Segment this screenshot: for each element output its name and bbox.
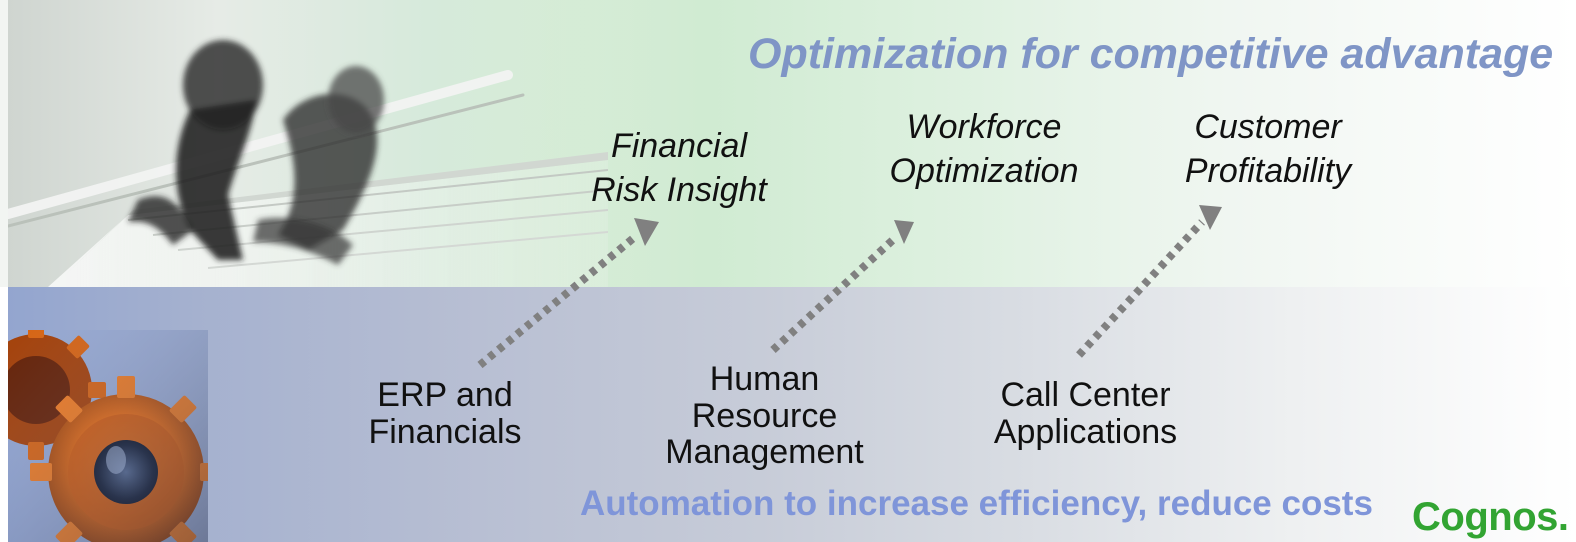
gear-image xyxy=(8,330,208,542)
top-item-customer-profitability: Customer Profitability xyxy=(1158,106,1378,193)
bottom-item-human-resource-management: Human Resource Management xyxy=(647,361,882,471)
automation-message: Automation to increase efficiency, reduc… xyxy=(580,484,1373,523)
headline: Optimization for competitive advantage xyxy=(748,30,1554,78)
bottom-item-line-2: Applications xyxy=(993,412,1178,451)
bottom-item-call-center-applications: Call Center Applications xyxy=(978,377,1193,450)
cognos-logo: Cognos. xyxy=(1412,495,1569,539)
bottom-item-line-3: Management xyxy=(665,433,864,472)
top-item-line-1: Customer xyxy=(1194,108,1342,146)
top-item-financial-risk-insight: Financial Risk Insight xyxy=(574,125,784,212)
bottom-item-line-2: Financials xyxy=(368,412,522,451)
top-item-line-2: Profitability xyxy=(1184,151,1352,190)
bottom-item-line-1: ERP and xyxy=(377,376,513,414)
bottom-item-line-1: Human xyxy=(709,360,820,398)
bottom-item-erp-and-financials: ERP and Financials xyxy=(350,377,540,450)
top-item-line-1: Financial xyxy=(610,127,748,165)
top-item-line-2: Risk Insight xyxy=(591,170,767,209)
bottom-item-line-2: Resource xyxy=(691,396,838,435)
top-item-line-2: Optimization xyxy=(889,151,1079,190)
top-item-workforce-optimization: Workforce Optimization xyxy=(874,106,1094,193)
business-stairs-photo xyxy=(8,0,608,287)
top-item-line-1: Workforce xyxy=(906,108,1062,146)
bottom-item-line-1: Call Center xyxy=(1000,376,1171,414)
